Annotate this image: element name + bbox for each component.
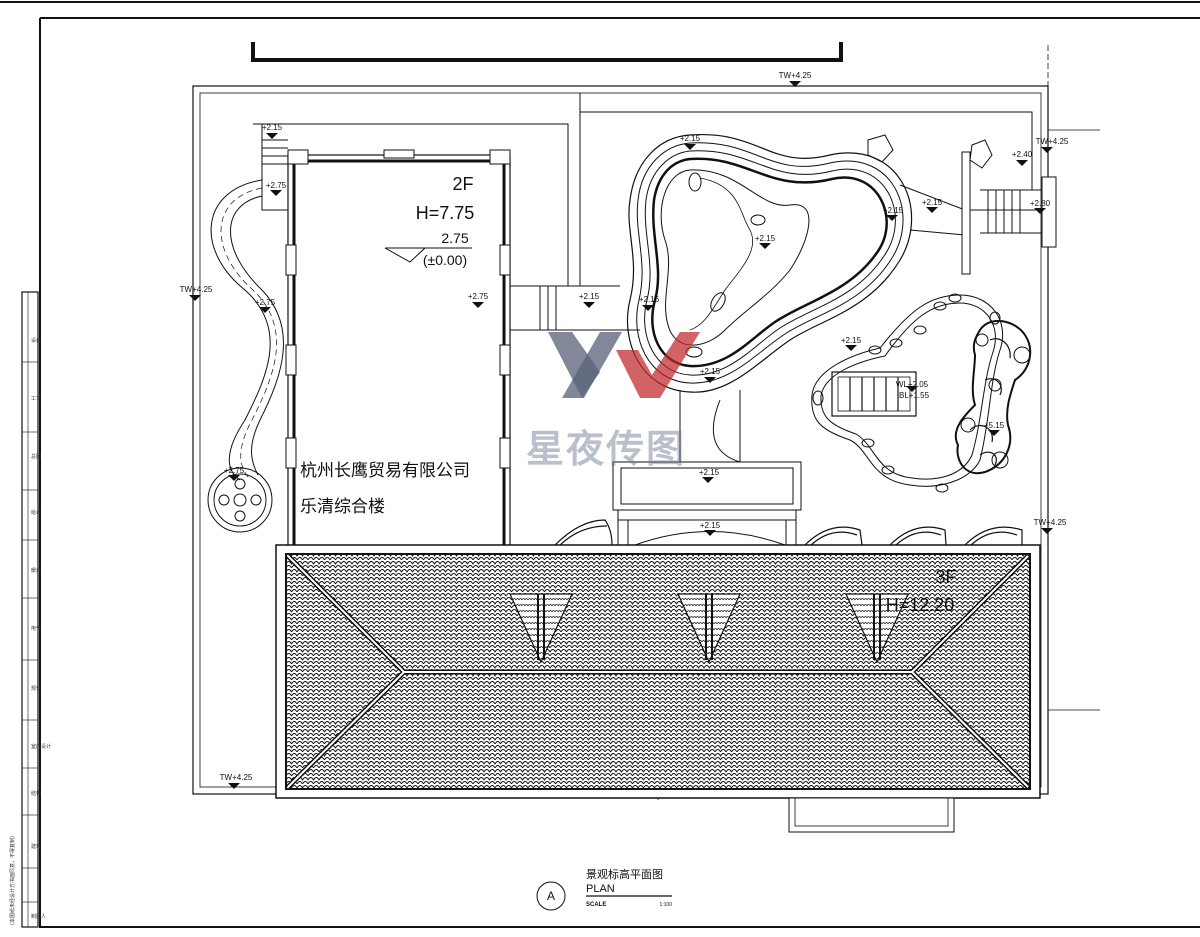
landscape-walls [253, 93, 1044, 463]
level-pool-top: +2.15 [680, 134, 701, 143]
level-5-15: +5.15 [984, 421, 1005, 430]
level-bottom: BL+1.55 [899, 391, 930, 400]
building-2f-base: (±0.00) [423, 252, 467, 268]
level-2-75-a: +2.75 [266, 181, 287, 190]
title-cn: 景观标高平面图 [586, 867, 663, 881]
level-terrace: +2.15 [700, 521, 721, 530]
level-walk: +2.15 [579, 292, 600, 301]
tb-cell-2: 总图 [31, 453, 41, 460]
tb-cell-9: 建筑 [31, 843, 41, 850]
level-2-80: +2.80 [1030, 199, 1051, 208]
tb-cell-4: 暖通 [31, 567, 41, 574]
drawing-title: A 景观标高平面图 PLAN SCALE 1:100 [536, 867, 672, 911]
building-name: 乐清综合楼 [300, 497, 385, 517]
level-datum-symbol [384, 247, 472, 263]
tb-cell-10: 制图人 [31, 913, 46, 920]
level-2-75-b: +2.75 [255, 298, 276, 307]
tb-cell-7: 室内设计 [31, 743, 51, 750]
tb-note: (本图纸未经设计方书面同意，不得复制) [9, 836, 16, 925]
level-tw-bottom-left: TW+4.25 [220, 773, 253, 782]
level-tw-right-mid: TW+4.25 [1034, 518, 1067, 527]
level-2-15-a: +2.15 [262, 123, 283, 132]
level-tw-left: TW+4.25 [180, 285, 213, 294]
roof-3f-floor: 3F [935, 567, 956, 587]
level-stage: +2.15 [699, 468, 720, 477]
level-2-40: +2.40 [1012, 150, 1033, 159]
level-2-75-c: +2.75 [468, 292, 489, 301]
building-2f-floor: 2F [452, 174, 473, 194]
scale-label: SCALE [586, 902, 606, 908]
level-garden: +2.15 [841, 336, 862, 345]
tb-cell-0: 设备 [31, 337, 41, 344]
top-bracket [251, 42, 843, 62]
company-name: 杭州长鹰贸易有限公司 [300, 461, 470, 481]
title-block: 设备 工艺 总图 给水 暖通 电气 规划 室内设计 结构 建筑 制图人 (本图纸… [9, 291, 51, 928]
level-pool-right: +2.15 [883, 206, 904, 215]
level-2-75-d: +2.75 [224, 466, 245, 475]
bridge [961, 151, 1057, 275]
tb-cell-6: 规划 [31, 685, 41, 692]
winding-path [207, 179, 284, 533]
arched-windows [554, 519, 1023, 546]
building-2f-level: 2.75 [441, 230, 468, 246]
level-2-16: +2.16 [639, 295, 660, 304]
roof-3f-height: H=12.20 [886, 595, 955, 615]
watermark-text: 星夜传图 [526, 427, 686, 471]
level-pool-center: +2.15 [755, 234, 776, 243]
level-tw-top: TW+4.25 [779, 71, 812, 80]
view-id: A [547, 889, 555, 903]
roof-3f [275, 544, 1041, 833]
scale-value: 1:100 [659, 902, 672, 908]
tb-cell-8: 结构 [31, 790, 41, 797]
level-labels: TW+4.25 TW+4.25 TW+4.25 TW+4.25 TW+4.25 … [180, 71, 1069, 782]
watermark: 星夜传图 [526, 332, 700, 471]
building-2f [285, 149, 511, 556]
tb-cell-1: 工艺 [31, 396, 41, 402]
level-water: WL+2.05 [896, 380, 929, 389]
level-tw-right-top: TW+4.25 [1036, 137, 1069, 146]
title-en: PLAN [586, 883, 615, 895]
drawing-frame [39, 17, 1200, 928]
swimming-pool [626, 133, 993, 393]
tb-cell-5: 电气 [31, 625, 41, 632]
level-deck: +2.15 [922, 198, 943, 207]
building-2f-height: H=7.75 [416, 203, 475, 223]
tb-cell-3: 给水 [31, 509, 41, 516]
rock-garden [811, 293, 1032, 493]
dormers [509, 593, 909, 664]
level-path: +2.15 [700, 367, 721, 376]
